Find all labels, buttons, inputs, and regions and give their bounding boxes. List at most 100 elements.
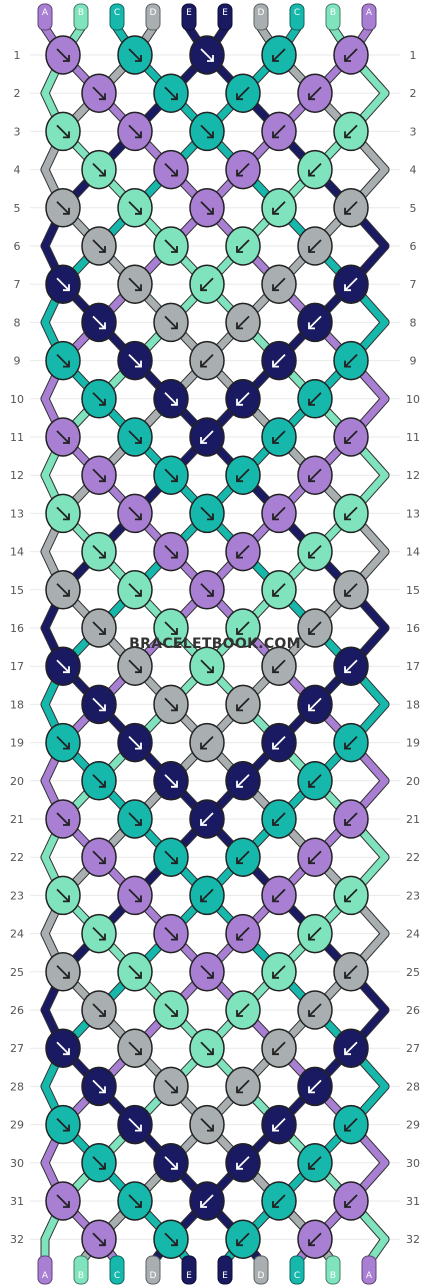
row-number-right: 12 bbox=[406, 469, 420, 482]
arrow-down-left-icon bbox=[308, 1156, 322, 1170]
knot bbox=[261, 1181, 297, 1221]
knot bbox=[153, 990, 189, 1030]
row-number-right: 17 bbox=[406, 660, 420, 673]
arrow-down-left-icon bbox=[236, 1156, 250, 1170]
arrow-down-right-icon bbox=[164, 850, 178, 865]
arrow-down-right-icon bbox=[56, 888, 70, 903]
row-number-right: 28 bbox=[406, 1080, 420, 1093]
knot bbox=[153, 1143, 189, 1183]
knot bbox=[81, 990, 117, 1030]
strand-label-bottom: C bbox=[294, 1271, 300, 1281]
row-number-right: 21 bbox=[406, 813, 420, 826]
knot bbox=[297, 913, 333, 954]
arrow-down-left-icon bbox=[236, 86, 250, 101]
arrow-down-left-icon bbox=[344, 583, 358, 597]
row-number-left: 4 bbox=[14, 164, 21, 177]
row-number-left: 9 bbox=[14, 355, 21, 368]
row-number-left: 13 bbox=[10, 507, 24, 520]
row-number-left: 17 bbox=[10, 660, 24, 673]
arrow-down-left-icon bbox=[200, 277, 214, 292]
row-number-right: 1 bbox=[410, 49, 417, 62]
knot bbox=[297, 73, 333, 113]
row-number-left: 28 bbox=[10, 1080, 24, 1093]
strand-label-bottom: B bbox=[78, 1271, 84, 1281]
knot bbox=[81, 761, 117, 801]
knot bbox=[333, 952, 369, 992]
arrow-down-right-icon bbox=[128, 583, 142, 597]
arrow-down-left-icon bbox=[236, 697, 250, 712]
knot bbox=[189, 646, 225, 686]
arrow-down-right-icon bbox=[92, 850, 106, 865]
arrow-down-right-icon bbox=[92, 392, 106, 406]
knot bbox=[261, 722, 297, 763]
arrow-down-right-icon bbox=[56, 124, 70, 139]
arrow-down-left-icon bbox=[236, 544, 250, 559]
arrow-down-right-icon bbox=[164, 86, 178, 101]
strand-label-bottom: D bbox=[258, 1271, 265, 1281]
arrow-down-left-icon bbox=[272, 735, 286, 750]
knot bbox=[297, 1066, 333, 1107]
arrow-down-left-icon bbox=[272, 812, 286, 826]
knot bbox=[117, 417, 153, 457]
knot bbox=[45, 188, 81, 228]
row-number-left: 29 bbox=[10, 1119, 24, 1132]
knot bbox=[261, 799, 297, 839]
arrow-down-right-icon bbox=[200, 659, 214, 674]
row-number-left: 14 bbox=[10, 546, 24, 559]
arrow-down-left-icon bbox=[200, 735, 214, 750]
knot bbox=[225, 1219, 261, 1259]
row-number-left: 10 bbox=[10, 393, 24, 406]
row-number-right: 3 bbox=[410, 125, 417, 138]
row-number-left: 6 bbox=[14, 240, 21, 253]
arrow-down-left-icon bbox=[344, 1194, 358, 1208]
knot bbox=[189, 340, 225, 381]
knot bbox=[45, 875, 81, 916]
arrow-down-right-icon bbox=[92, 86, 106, 101]
row-number-left: 27 bbox=[10, 1042, 24, 1055]
arrow-down-left-icon bbox=[344, 735, 358, 750]
arrow-down-left-icon bbox=[272, 48, 286, 62]
arrow-down-right-icon bbox=[128, 1194, 142, 1208]
arrow-down-right-icon bbox=[200, 124, 214, 139]
strand-tab-top bbox=[73, 3, 89, 31]
arrow-down-left-icon bbox=[236, 468, 250, 483]
arrow-down-right-icon bbox=[56, 1117, 70, 1132]
row-number-right: 4 bbox=[410, 164, 417, 177]
strand-tab-top bbox=[145, 3, 161, 31]
knot bbox=[189, 493, 225, 534]
arrow-down-left-icon bbox=[236, 1079, 250, 1094]
knot bbox=[225, 761, 261, 801]
strand-tab-top bbox=[325, 3, 341, 31]
arrow-down-left-icon bbox=[272, 1117, 286, 1132]
row-number-right: 24 bbox=[406, 928, 420, 941]
knot bbox=[189, 188, 225, 228]
strand-label-top: C bbox=[294, 8, 300, 18]
strand-tab-top bbox=[37, 3, 53, 31]
arrow-down-right-icon bbox=[128, 735, 142, 750]
knot bbox=[45, 1028, 81, 1068]
arrow-down-left-icon bbox=[236, 850, 250, 865]
knot bbox=[225, 837, 261, 877]
arrow-down-right-icon bbox=[164, 1232, 178, 1247]
arrow-down-left-icon bbox=[236, 1003, 250, 1017]
strand-tab-bottom bbox=[361, 1255, 377, 1285]
arrow-down-left-icon bbox=[236, 239, 250, 253]
knot bbox=[81, 913, 117, 954]
knot bbox=[225, 1143, 261, 1183]
knot bbox=[297, 226, 333, 266]
arrow-down-right-icon bbox=[92, 621, 106, 635]
knot bbox=[225, 531, 261, 572]
arrow-down-left-icon bbox=[272, 353, 286, 368]
knot bbox=[297, 531, 333, 572]
arrow-down-left-icon bbox=[308, 162, 322, 177]
arrow-down-right-icon bbox=[128, 124, 142, 139]
row-number-right: 31 bbox=[406, 1195, 420, 1208]
row-number-right: 25 bbox=[406, 966, 420, 979]
strand-tab-bottom bbox=[289, 1255, 305, 1285]
row-number-right: 5 bbox=[410, 202, 417, 215]
arrow-down-right-icon bbox=[164, 697, 178, 712]
knot bbox=[117, 1181, 153, 1221]
knot bbox=[297, 379, 333, 419]
knot bbox=[333, 875, 369, 916]
arrow-down-right-icon bbox=[128, 277, 142, 292]
